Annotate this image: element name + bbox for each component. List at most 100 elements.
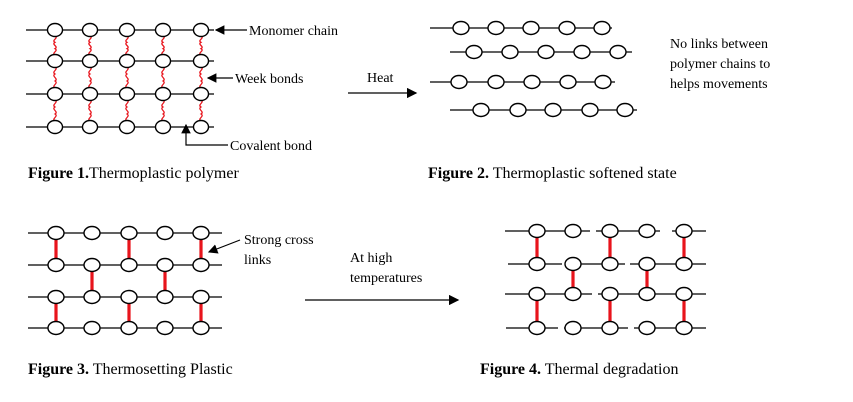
monomer-bead [118,86,136,102]
figure-2-caption-bold: Figure 2. [428,165,489,182]
monomer-bead [120,289,138,305]
monomer-bead [47,289,65,305]
monomer-bead [83,320,101,336]
monomer-bead [47,257,65,273]
figure-3-caption-text: Thermosetting Plastic [89,361,233,378]
monomer-bead [192,22,210,38]
monomer-bead [594,74,612,90]
monomer-bead [559,74,577,90]
monomer-bead [47,225,65,241]
monomer-bead [616,102,634,118]
monomer-bead [528,320,546,336]
monomer-bead [192,53,210,69]
monomer-bead [46,53,64,69]
monomer-bead [156,289,174,305]
monomer-bead [487,74,505,90]
monomer-bead [528,286,546,302]
weak-bond [88,99,92,122]
weak-bond [53,99,57,122]
monomer-bead [154,53,172,69]
weak-bond [161,66,165,89]
monomer-bead [544,102,562,118]
figure-3-thermosetting-plastic [28,225,222,336]
figure-4-caption: Figure 4. Thermal degradation [480,361,678,378]
monomer-bead [156,257,174,273]
monomer-bead [581,102,599,118]
weak-bond [88,66,92,89]
monomer-bead [118,53,136,69]
weak-bond [125,35,129,56]
monomer-bead [81,53,99,69]
monomer-chain-label: Monomer chain [249,24,338,39]
monomer-bead [83,257,101,273]
monomer-bead [81,86,99,102]
monomer-bead [192,289,210,305]
monomer-bead [638,286,656,302]
weak-bond [199,66,203,89]
high-temperature-label: At high temperatures [350,251,422,286]
figure-2-caption: Figure 2. Thermoplastic softened state [428,165,677,182]
monomer-bead [564,256,582,272]
monomer-bead [675,320,693,336]
weak-bonds-label: Week bonds [235,72,303,87]
figure-1-caption-bold: Figure 1. [28,165,89,182]
figure-4-caption-text: Thermal degradation [541,361,678,378]
monomer-bead [487,20,505,36]
monomer-bead [501,44,519,60]
monomer-bead [154,86,172,102]
weak-bond [125,66,129,89]
weak-bond [88,35,92,56]
monomer-bead [81,119,99,135]
monomer-bead [638,320,656,336]
weak-bond [53,35,57,56]
monomer-bead [638,256,656,272]
monomer-bead [573,44,591,60]
strong-cross-links-arrow [207,239,241,254]
weak-bond [199,99,203,122]
monomer-bead [154,22,172,38]
monomer-bead [601,256,619,272]
covalent-bond-arrow [181,123,228,146]
monomer-bead [509,102,527,118]
monomer-bead [192,86,210,102]
monomer-bead [450,74,468,90]
monomer-bead [593,20,611,36]
strong-cross-links-line-1: Strong cross [244,233,314,248]
covalent-bond-label: Covalent bond [230,139,312,154]
monomer-bead [192,257,210,273]
monomer-bead [522,20,540,36]
figure-1-caption: Figure 1.Thermoplastic polymer [28,165,239,182]
monomer-bead [675,223,693,239]
monomer-bead [638,223,656,239]
weak-bond [199,35,203,56]
heat-label: Heat [367,71,394,86]
monomer-bead [156,320,174,336]
monomer-bead [601,286,619,302]
monomer-bead [156,225,174,241]
figure-3-caption-bold: Figure 3. [28,361,89,378]
figure-1-thermoplastic-polymer [26,22,214,135]
figure-2-softened-state [430,20,637,118]
monomer-bead [564,320,582,336]
monomer-bead [452,20,470,36]
monomer-bead [609,44,627,60]
monomer-bead [118,119,136,135]
monomer-bead [472,102,490,118]
monomer-bead [528,256,546,272]
monomer-bead [528,223,546,239]
monomer-bead [465,44,483,60]
monomer-bead [564,223,582,239]
monomer-bead [523,74,541,90]
monomer-bead [192,225,210,241]
monomer-bead [118,22,136,38]
weak-bond [125,99,129,122]
monomer-bead [601,320,619,336]
monomer-bead [46,86,64,102]
figure-4-caption-bold: Figure 4. [480,361,541,378]
strong-cross-links-label: Strong cross links [244,233,317,268]
monomer-bead [675,256,693,272]
monomer-bead [46,119,64,135]
monomer-bead [154,119,172,135]
